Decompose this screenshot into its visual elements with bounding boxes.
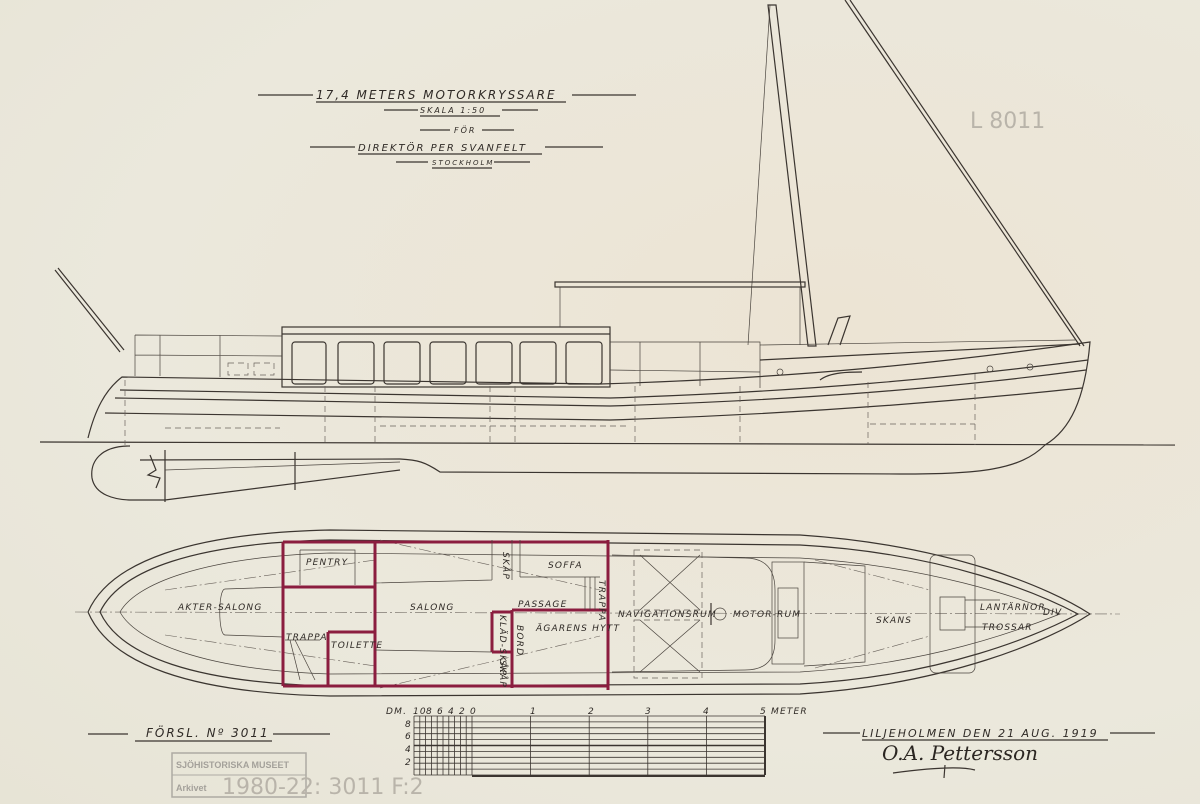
title-block: 17,4 METERS MOTORKRYSSARE SKALA 1:50 FÖR…: [258, 88, 636, 169]
for-text: FÖR: [454, 125, 476, 135]
label-rum: RUM: [777, 610, 801, 620]
scale-bar: DM. 10 8 6 4 2 0 1 2 3 4 5 METER 8 6 4 2: [386, 707, 808, 777]
scale-tick: 4: [448, 707, 455, 717]
label-navigationsrum: NAVIGATIONSRUM: [618, 610, 717, 620]
city-text: STOCKHOLM: [432, 159, 494, 167]
label-div: DIV: [1043, 608, 1062, 618]
deckhouse-windows: [291, 341, 603, 385]
profile-view: [39, 281, 1176, 502]
label-salong: SALONG: [410, 603, 455, 613]
scale-tick: 4: [703, 707, 710, 717]
scale-tick: 8: [405, 720, 412, 730]
cabin-walls: [281, 540, 610, 690]
archive-stamp: SJÖHISTORISKA MUSEET Arkivet: [171, 752, 307, 798]
label-agarens-hytt: ÄGARENS HYTT: [535, 623, 620, 634]
pencil-mark: L 8011: [970, 109, 1045, 134]
scale-tick: 1: [530, 707, 537, 717]
proposal-number: FÖRSL. Nº 3011: [146, 724, 270, 740]
scale-tick: 10: [413, 707, 427, 717]
signature: O.A. Pettersson: [882, 741, 1038, 765]
label-toilette: TOILETTE: [331, 641, 383, 651]
scale-tick: 2: [405, 758, 412, 768]
mast-rigging: [54, 0, 1085, 353]
label-skap-top: SKÅP: [500, 552, 512, 580]
scale-tick: 3: [645, 707, 652, 717]
scale-tick: 0: [470, 707, 477, 717]
label-lantarnor: LANTÄRNOR: [980, 602, 1046, 613]
label-motor: MOTOR-: [733, 610, 777, 620]
plan-view: [74, 529, 1121, 697]
proposal-block: FÖRSL. Nº 3011: [88, 724, 330, 742]
scale-tick: 2: [459, 707, 466, 717]
label-skap-bottom: SKÅP: [497, 660, 509, 688]
scale-tick: 6: [405, 732, 412, 742]
label-trappa-fwd: TRAPPA: [596, 580, 606, 622]
scale-end-label: 5 METER: [760, 707, 808, 717]
label-skans: SKANS: [876, 616, 912, 626]
scale-tick: 2: [588, 707, 595, 717]
stamp-archive: Arkivet: [176, 783, 207, 793]
label-akter-salong: AKTER-SALONG: [177, 603, 263, 613]
pencil-inventory: 1980-22: 3011 F:2: [222, 775, 424, 800]
scale-tick: 8: [426, 707, 433, 717]
place-date-block: LILJEHOLMEN DEN 21 AUG. 1919 O.A. Petter…: [823, 727, 1155, 779]
label-trappa-aft: TRAPPA: [286, 633, 328, 643]
label-passage: PASSAGE: [518, 600, 567, 610]
place-date: LILJEHOLMEN DEN 21 AUG. 1919: [862, 727, 1099, 740]
title-text: 17,4 METERS MOTORKRYSSARE: [316, 88, 557, 102]
scale-tick: 6: [437, 707, 444, 717]
stamp-museum: SJÖHISTORISKA MUSEET: [176, 760, 290, 770]
label-trossar: TROSSAR: [982, 623, 1033, 633]
scale-tick: 4: [405, 745, 412, 755]
scale-text: SKALA 1:50: [420, 106, 486, 115]
client-text: DIREKTÖR PER SVANFELT: [358, 141, 527, 154]
label-bord: BORD: [514, 625, 524, 656]
scale-unit-dm: DM.: [386, 707, 407, 717]
label-pentry: PENTRY: [306, 558, 349, 568]
label-klad-skap: KLÄD-SKÅP: [497, 615, 509, 676]
plan-labels: AKTER-SALONG PENTRY TRAPPA TOILETTE SALO…: [177, 552, 1062, 688]
label-soffa: SOFFA: [548, 561, 583, 571]
